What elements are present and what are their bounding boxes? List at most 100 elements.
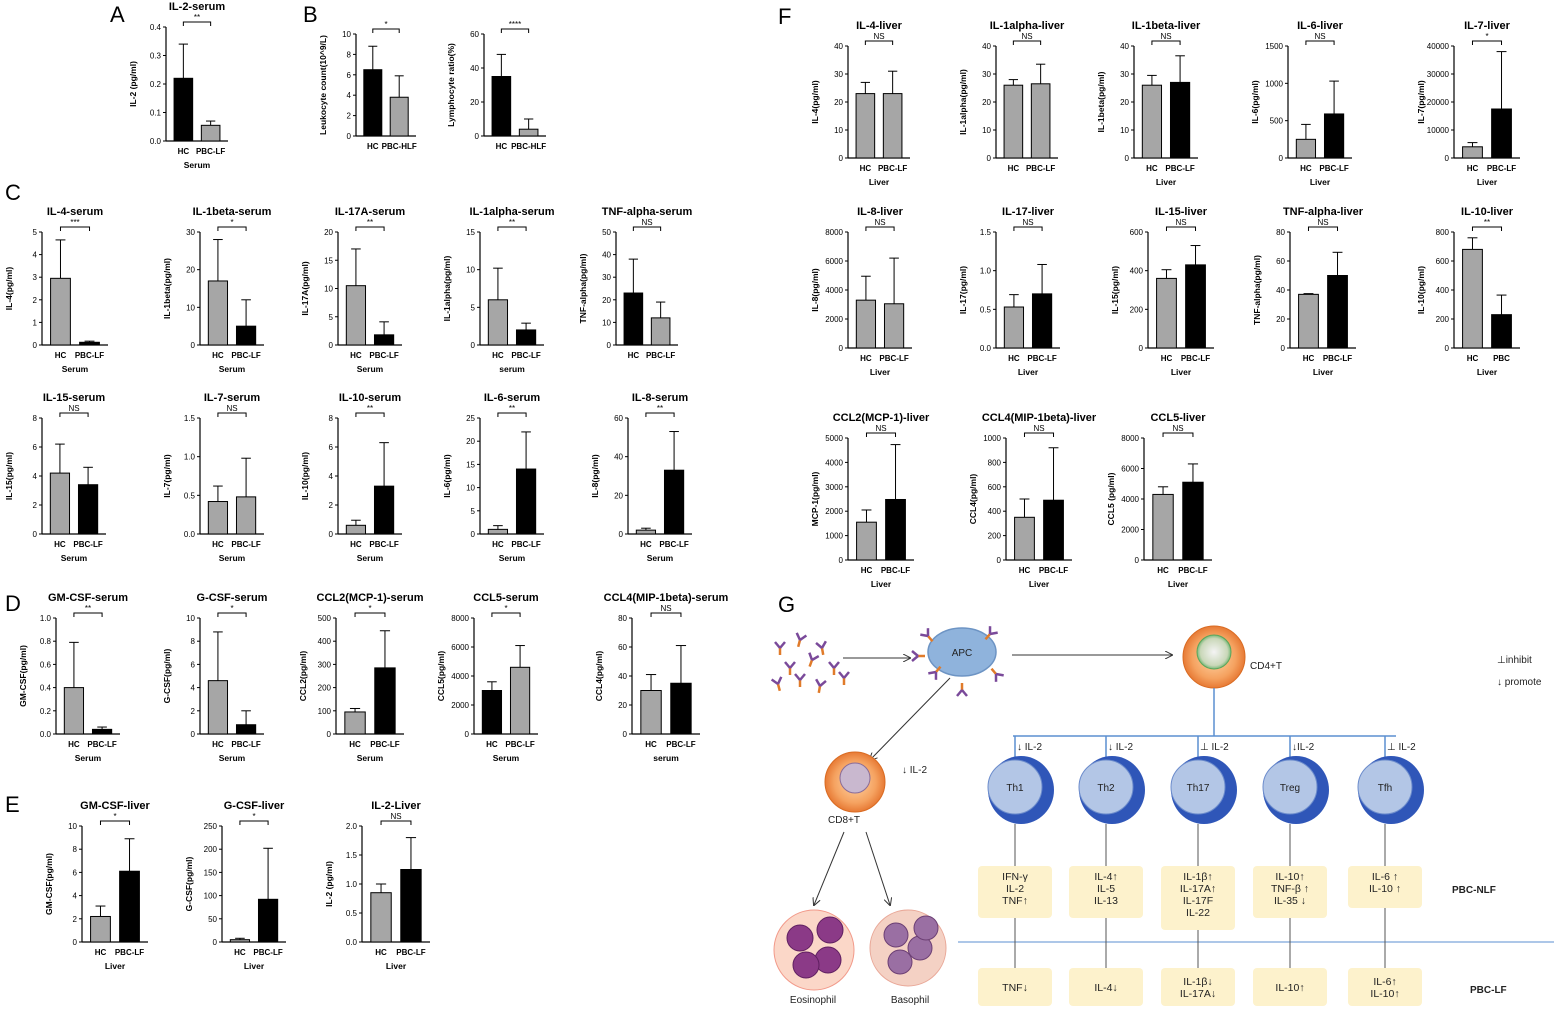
chart-20: G-CSF-liver050100150200250G-CSF(pg/ml)HC… <box>184 800 286 971</box>
y-tick-label: 5 <box>471 303 476 312</box>
row-label-pbc-lf: PBC-LF <box>1470 985 1507 996</box>
y-axis-label: IL-4(pg/ml) <box>810 80 820 124</box>
bar-pbc-lf <box>509 666 531 735</box>
x-axis-label: Serum <box>184 160 211 170</box>
significance-bracket <box>1305 40 1335 45</box>
bar-hc <box>1156 277 1177 349</box>
bar-hc <box>855 93 876 159</box>
cd8-label: CD8+T <box>828 815 860 826</box>
lf-box <box>1069 968 1143 1006</box>
y-tick-label: 0 <box>1135 556 1140 565</box>
y-axis-label: TNF-alpha(pg/ml) <box>1252 255 1262 325</box>
tcell-label: Th1 <box>1006 783 1024 794</box>
nlf-cytokine: TNF↑ <box>1002 895 1028 907</box>
eosinophil-lobe <box>814 946 842 974</box>
x-category-label: PBC-HLF <box>511 142 546 151</box>
y-tick-label: 10 <box>466 484 475 493</box>
antibody-arm <box>911 650 919 657</box>
y-tick-label: 2 <box>347 112 352 121</box>
y-tick-label: 6 <box>191 660 196 669</box>
x-axis-label: Serum <box>219 364 246 374</box>
significance-bracket <box>1307 226 1339 231</box>
bar-pbc-lf <box>1185 264 1206 349</box>
y-tick-label: 1000 <box>1265 79 1283 88</box>
nlf-cytokine: IL-13 <box>1094 895 1118 907</box>
antibody-arm <box>794 673 801 681</box>
nlf-cytokine: IL-22 <box>1186 907 1210 919</box>
x-category-label: PBC-LF <box>1039 566 1068 575</box>
tcell-label: Th17 <box>1187 783 1210 794</box>
y-tick-label: 0.0 <box>150 137 162 146</box>
y-tick-label: 0.0 <box>40 730 52 739</box>
x-category-label: PBC-HLF <box>382 142 417 151</box>
tcell-il2-signal: ⊥ IL-2 <box>1200 742 1229 753</box>
chart-30: TNF-alpha-liver020406080TNF-alpha(pg/ml)… <box>1252 206 1364 377</box>
y-axis-label: IL-8(pg/ml) <box>590 454 600 498</box>
basophil-lobe <box>883 922 909 948</box>
x-category-label: HC <box>645 740 657 749</box>
antibody-arm <box>934 671 938 680</box>
bar-hc <box>1298 293 1319 349</box>
bar-pbc-lf <box>1323 113 1345 159</box>
y-tick-label: 0.2 <box>40 707 52 716</box>
nlf-box <box>1161 866 1235 930</box>
bar-pbc-lf <box>91 728 113 735</box>
significance-bracket <box>1012 40 1042 45</box>
chart-title: G-CSF-liver <box>224 800 285 812</box>
x-category-label: HC <box>1019 566 1031 575</box>
chart-title: IL-2-serum <box>169 1 225 13</box>
y-tick-label: 40 <box>614 453 623 462</box>
x-axis-label: Serum <box>62 364 89 374</box>
nlf-cytokine: IFN-γ <box>1002 871 1028 883</box>
y-tick-label: 10 <box>186 303 195 312</box>
y-tick-label: 0 <box>33 341 38 350</box>
y-axis-label: IL-10(pg/ml) <box>1416 266 1426 314</box>
x-category-label: HC <box>375 948 387 957</box>
y-tick-label: 2000 <box>825 507 843 516</box>
nlf-cytokine: IL-10 ↑ <box>1369 883 1401 895</box>
bar-hc <box>370 892 392 943</box>
nlf-box <box>978 866 1052 918</box>
antibody-arm <box>779 641 786 649</box>
cd8-nucleus <box>839 762 871 794</box>
tcell-th17: ⊥ IL-2Th17IL-1β↑IL-17A↑IL-17FIL-22IL-1β↓… <box>1161 736 1237 1006</box>
bar-hc <box>49 472 71 535</box>
lf-cytokine: IL-4↓ <box>1094 982 1117 994</box>
significance-bracket <box>182 21 212 26</box>
y-tick-label: 0 <box>839 154 844 163</box>
y-tick-label: 4000 <box>1121 495 1139 504</box>
significance-label: * <box>113 812 116 821</box>
bar-pbc-lf <box>235 496 257 535</box>
significance-label: NS <box>1021 32 1032 41</box>
x-category-label: PBC-LF <box>878 164 907 173</box>
significance-label: * <box>384 20 387 29</box>
y-tick-label: 80 <box>618 614 627 623</box>
x-category-label: HC <box>212 740 224 749</box>
antibody-arm <box>820 640 827 649</box>
significance-bracket <box>99 820 131 825</box>
cd4-label: CD4+T <box>1250 661 1282 672</box>
y-tick-label: 0 <box>1445 344 1450 353</box>
antibody-icon <box>911 650 925 662</box>
x-axis-label: Serum <box>219 753 246 763</box>
chart-33: CCL4(MIP-1beta)-liver02004006008001000CC… <box>968 412 1097 589</box>
nlf-cytokine: IL-35 ↓ <box>1274 895 1306 907</box>
significance-label: NS <box>1317 218 1328 227</box>
significance-bracket <box>1165 226 1197 231</box>
y-tick-label: 4000 <box>825 458 843 467</box>
y-tick-label: 20 <box>324 228 333 237</box>
significance-label: ** <box>194 13 200 22</box>
significance-label: ** <box>85 604 91 613</box>
chart-17: CCL5-serum02000400060008000CCL5(pg/ml)HC… <box>436 592 539 763</box>
eosinophil-lobe <box>792 951 820 979</box>
y-tick-label: 6000 <box>451 643 469 652</box>
y-tick-label: 10 <box>68 822 77 831</box>
y-axis-label: Leukocyte count(10^9/L) <box>318 35 328 135</box>
x-category-label: PBC-LF <box>666 740 695 749</box>
chart-title: IL-7-serum <box>204 392 260 404</box>
